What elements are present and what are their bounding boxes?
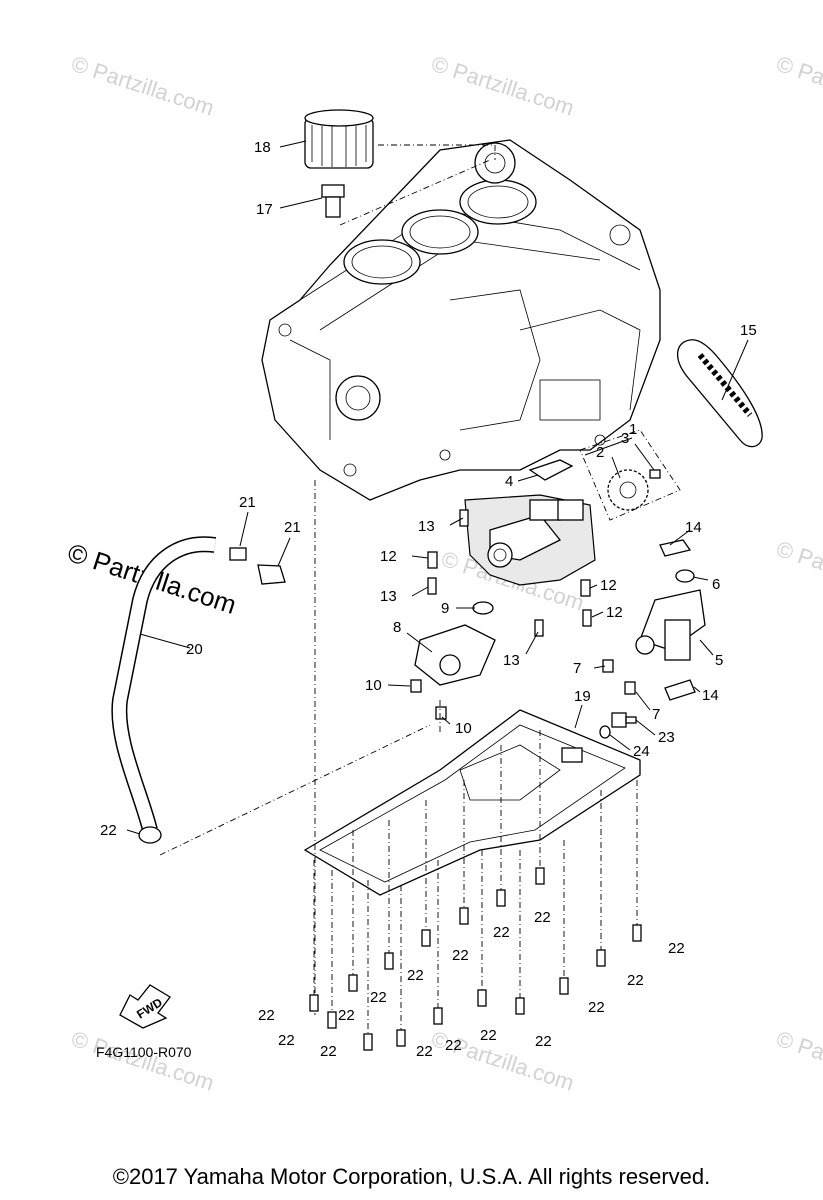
callout-22: 22 [452,947,469,964]
callout-22: 22 [416,1043,433,1060]
collar-14-upper [659,539,692,557]
pan-bolts [309,867,642,1051]
copyright-notice: ©2017 Yamaha Motor Corporation, U.S.A. A… [112,1164,711,1189]
hose-joint [257,564,286,585]
callout-14-lower: 14 [702,687,719,704]
callout-22: 22 [407,967,424,984]
watermark: © Partzilla.com [428,51,577,121]
oil-strainer-right [635,589,706,661]
callout-14-upper: 14 [685,519,702,536]
callout-12-left: 13 [380,588,397,605]
collar-14-lower [664,679,696,701]
callout-22: 22 [535,1033,552,1050]
callout-11-left: 12 [380,548,397,565]
callout-22: 22 [320,1043,337,1060]
callout-13-upper: 13 [418,518,435,535]
callout-21-lower: 22 [100,822,117,839]
callout-9: 9 [441,600,449,617]
callout-22: 22 [370,989,387,1006]
oil-strainer-left [414,624,496,686]
oil-filter [304,109,374,169]
callout-22: 22 [480,1027,497,1044]
callout-13-lower: 13 [503,652,520,669]
callout-24: 24 [633,743,650,760]
callout-11-right: 12 [600,577,617,594]
union-bolt [321,184,345,218]
callout-10-left: 10 [365,677,382,694]
callout-8: 8 [393,619,401,636]
callout-22: 22 [627,972,644,989]
o-ring-9 [472,601,494,615]
crankcase [261,139,661,501]
watermark: © Partzilla.com [773,1026,823,1096]
drain-gasket [599,725,611,739]
callout-1: 1 [629,421,637,438]
callout-20: 21 [284,519,301,536]
callout-15: 15 [740,322,757,339]
watermark: © Partzilla.com [773,536,823,606]
callout-19: 20 [186,641,203,658]
bolt-guide-lines [313,730,638,1034]
diagram-code: F4G1100-R070 [96,1044,192,1060]
leader-lines [126,140,749,835]
callout-7-lower: 7 [652,706,660,723]
callout-7-upper: 7 [573,660,581,677]
callout-6: 6 [712,576,720,593]
hose-clip-lower [138,826,162,844]
callout-3: 3 [621,430,629,447]
forward-arrow: FWD [119,984,171,1029]
watermark: © Partzilla.com [68,51,217,121]
callout-22: 22 [668,940,685,957]
oil-pump [464,494,596,586]
breather-hose [111,536,217,832]
small-fasteners [410,509,636,720]
callout-22: 22 [278,1032,295,1049]
callout-5: 5 [715,652,723,669]
watermark: © Partzilla.com [68,1026,217,1096]
callout-10-right: 10 [455,720,472,737]
callout-22: 22 [258,1007,275,1024]
callout-23: 23 [658,729,675,746]
callout-22: 22 [588,999,605,1016]
callout-22: 22 [493,924,510,941]
callout-22: 22 [445,1037,462,1054]
callout-2: 2 [596,444,604,461]
callout-labels: 18 17 15 1 2 3 4 13 12 13 9 8 10 10 13 1… [100,139,757,1060]
callout-18: 19 [574,688,591,705]
callout-16: 17 [256,201,273,218]
callout-12-right: 12 [606,604,623,621]
callout-21-upper: 21 [239,494,256,511]
o-ring-6 [675,569,695,583]
gasket [528,459,574,481]
callout-4: 4 [505,473,513,490]
callout-17: 18 [254,139,271,156]
watermark: © Partzilla.com [773,51,823,121]
callout-22: 22 [534,909,551,926]
timing-chain [676,339,763,448]
hose-clip-upper [229,547,247,561]
drain-bolt [611,712,637,728]
callout-22: 22 [338,1007,355,1024]
oil-pan [303,709,641,896]
sprocket-bolt [649,469,661,479]
pump-sprocket [607,469,649,511]
